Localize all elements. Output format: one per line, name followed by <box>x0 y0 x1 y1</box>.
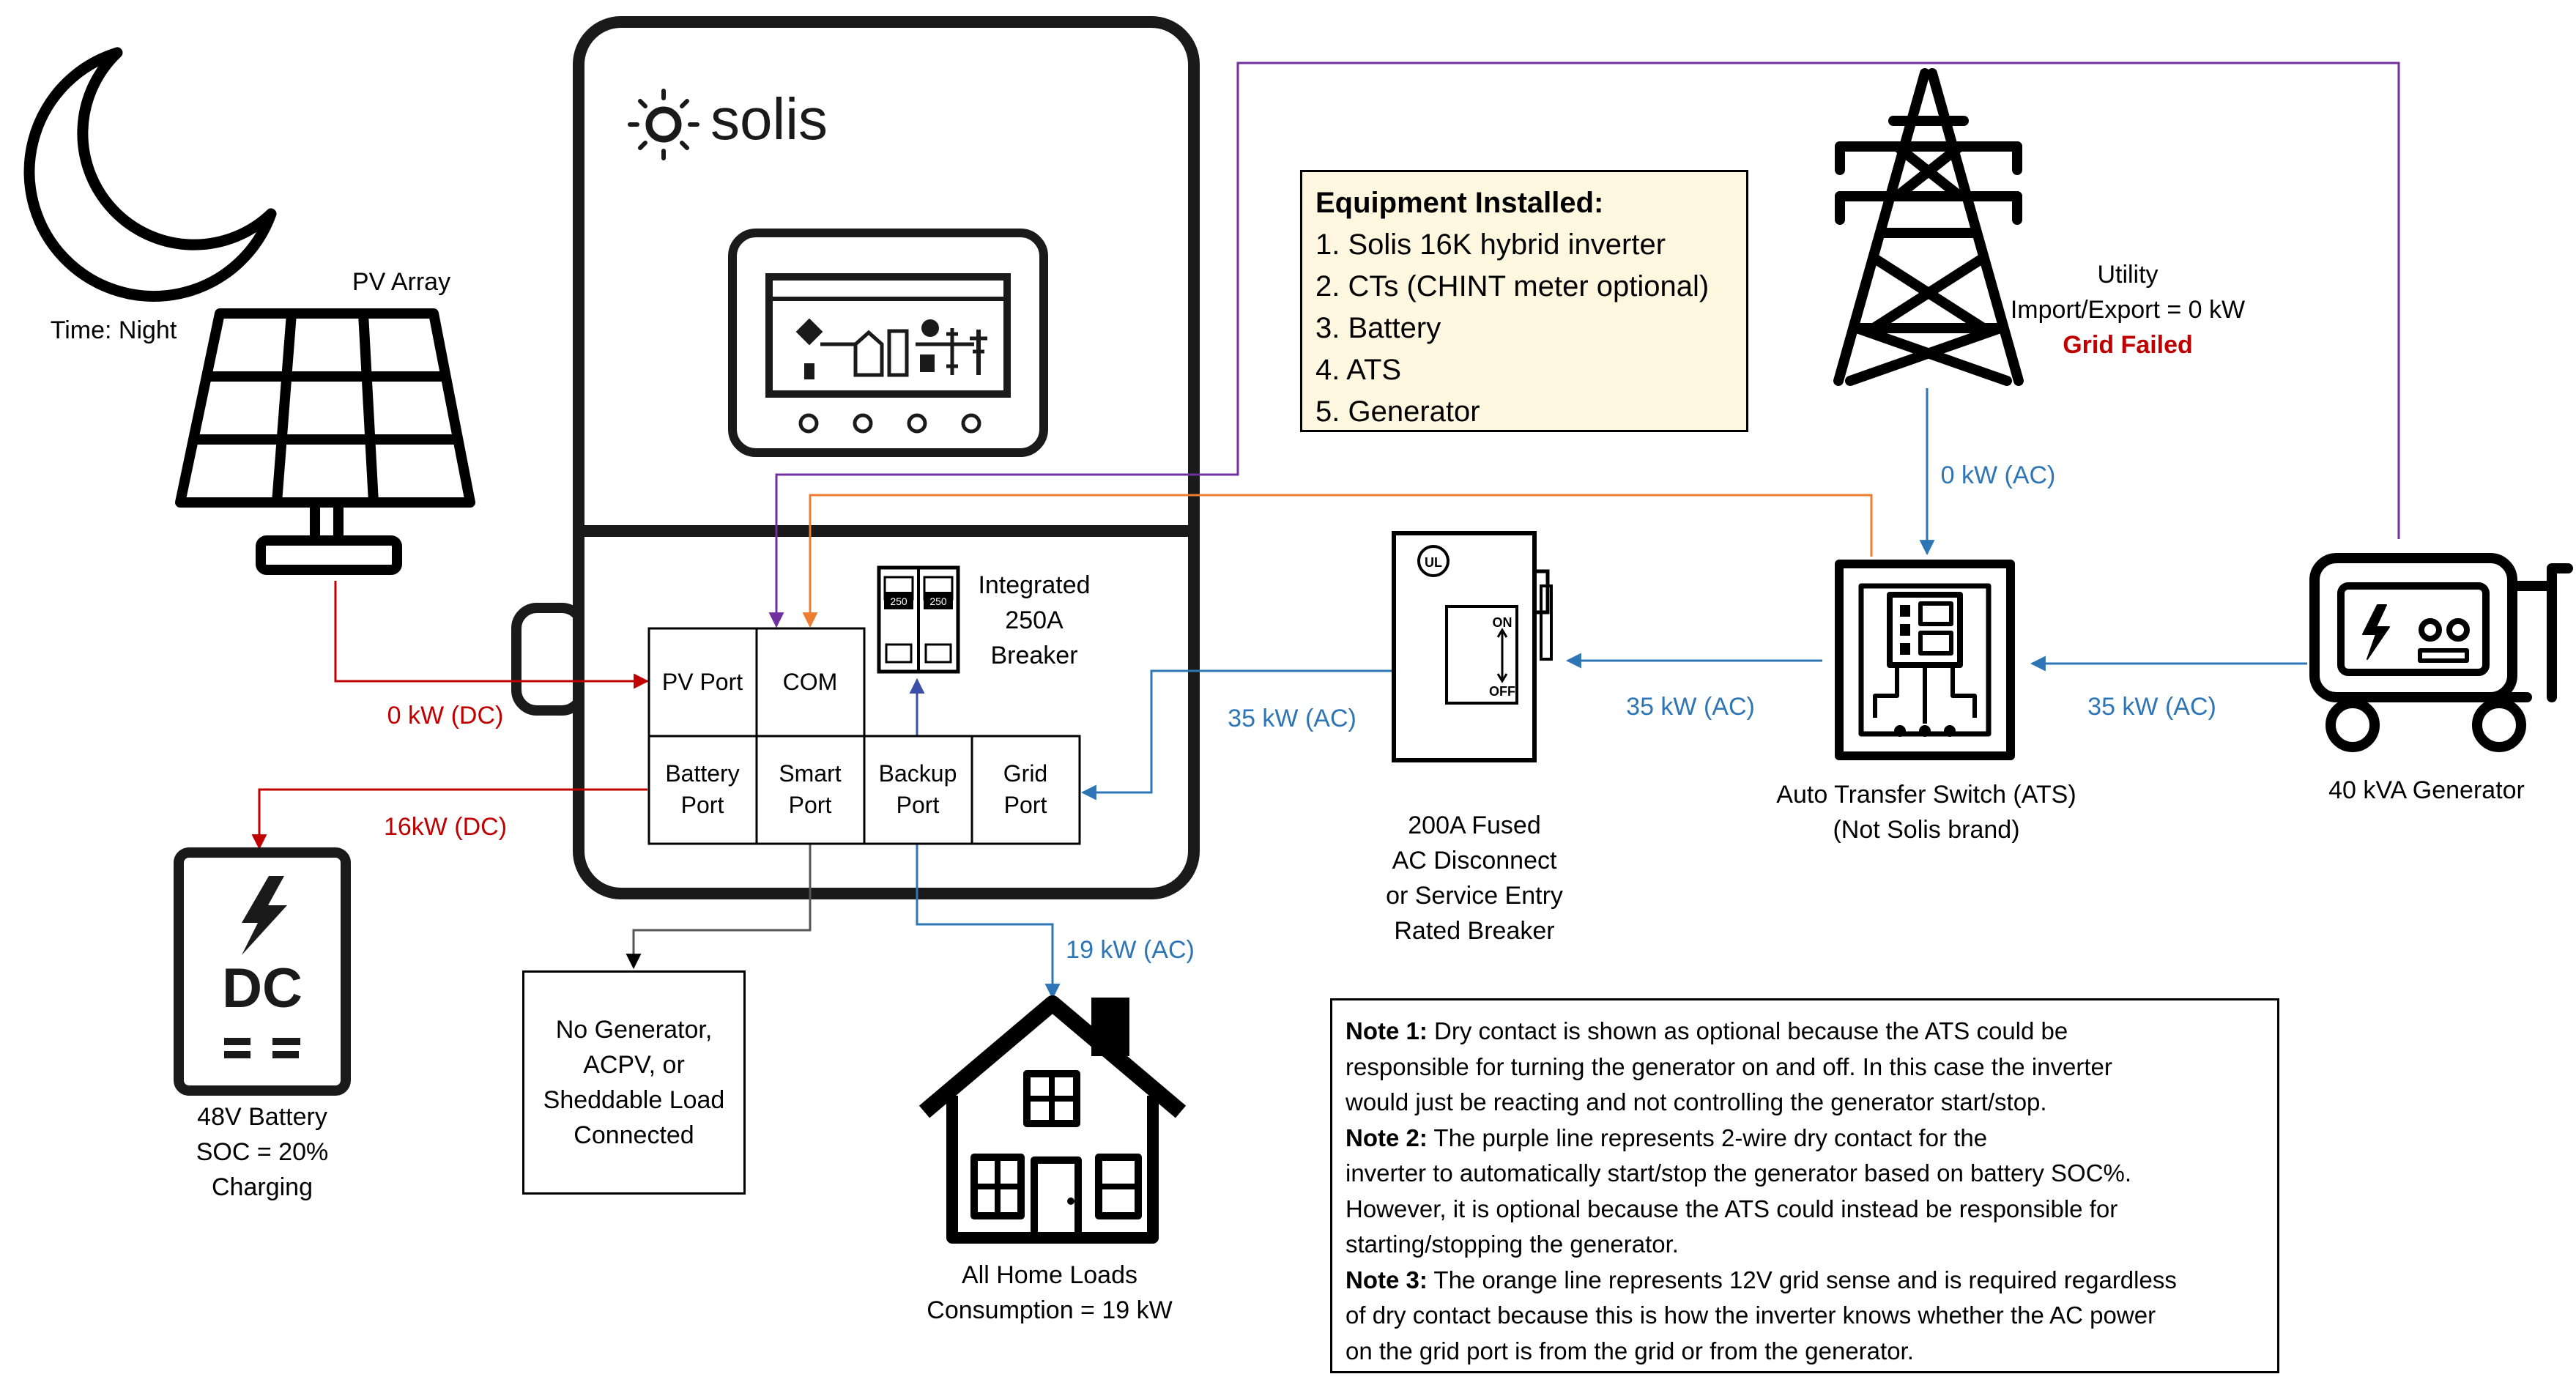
dry-contact-line <box>768 62 2400 628</box>
disconnect-ac-line <box>1080 669 1392 801</box>
battery-flow-label: 16kW (DC) <box>384 813 507 841</box>
smart-port-line2: Port <box>789 792 832 818</box>
note-1: Note 1: Dry contact is shown as optional… <box>1345 1017 2068 1044</box>
com-port: COM <box>783 669 838 695</box>
battery-dc-line <box>251 788 647 850</box>
ats-flow-label: 35 kW (AC) <box>1626 693 1755 721</box>
equipment-list: Equipment Installed: 1. Solis 16K hybrid… <box>1300 170 1748 432</box>
solis-logo-icon <box>628 89 699 160</box>
disconnect-label-line3: or Service Entry <box>1386 882 1563 910</box>
breaker-icon <box>877 565 960 674</box>
ac-disconnect-icon <box>1392 531 1553 762</box>
ats-icon <box>1835 560 2015 760</box>
generator-flow-label: 35 kW (AC) <box>2087 693 2216 721</box>
pv-array-label: PV Array <box>352 268 450 296</box>
solar-panel-icon <box>175 308 475 575</box>
battery-label-line3: Charging <box>212 1173 313 1201</box>
pv-flow-label: 0 kW (DC) <box>387 702 504 729</box>
note-1-line: responsible for turning the generator on… <box>1345 1052 2112 1080</box>
house-icon <box>918 995 1187 1244</box>
equipment-title: Equipment Installed: <box>1315 187 1604 219</box>
breaker-label-line1: Integrated <box>978 571 1090 599</box>
note-3: Note 3: The orange line represents 12V g… <box>1345 1266 2177 1293</box>
utility-flow-label: 0 kW (AC) <box>1941 461 2056 489</box>
backup-port-line2: Port <box>897 792 940 818</box>
backup-port-line1: Backup <box>879 760 957 787</box>
home-label-line1: All Home Loads <box>962 1261 1137 1289</box>
home-label-line2: Consumption = 19 kW <box>927 1296 1172 1324</box>
generator-icon <box>2309 553 2573 752</box>
breaker-rating-right: 250 <box>929 595 947 607</box>
equipment-item: 5. Generator <box>1315 396 1480 428</box>
ul-mark: UL <box>1425 555 1442 570</box>
breaker-label-line3: Breaker <box>990 642 1077 669</box>
smart-port-line <box>626 844 812 970</box>
ats-label-line1: Auto Transfer Switch (ATS) <box>1776 781 2076 809</box>
disconnect-label-line2: AC Disconnect <box>1392 847 1557 875</box>
note-1-line: would just be reacting and not controlli… <box>1345 1088 2047 1115</box>
disconnect-off-label: OFF <box>1489 684 1515 699</box>
pv-port: PV Port <box>662 669 743 695</box>
smart-port-status-line: Sheddable Load <box>543 1086 725 1114</box>
note-3-line: of dry contact because this is how the i… <box>1345 1302 2156 1329</box>
disconnect-label-line1: 200A Fused <box>1408 812 1540 839</box>
pv-dc-line <box>334 581 650 689</box>
utility-label-line2: Import/Export = 0 kW <box>2011 296 2245 324</box>
battery-port-line2: Port <box>681 792 724 818</box>
grid-sense-line <box>802 494 1873 628</box>
ats-label-line2: (Not Solis brand) <box>1833 816 2019 844</box>
equipment-item: 4. ATS <box>1315 354 1402 386</box>
brand-logo: solis <box>710 86 828 152</box>
equipment-item: 1. Solis 16K hybrid inverter <box>1315 229 1666 261</box>
utility-label-line1: Utility <box>2097 261 2158 289</box>
smart-port-line1: Smart <box>779 760 841 787</box>
note-2-line: starting/stopping the generator. <box>1345 1230 1679 1258</box>
note-2-line: inverter to automatically start/stop the… <box>1345 1159 2132 1187</box>
battery-port-line1: Battery <box>665 760 739 787</box>
battery-icon <box>174 847 351 1096</box>
grid-port-line2: Port <box>1004 792 1047 818</box>
notes-box: Note 1: Dry contact is shown as optional… <box>1330 998 2279 1373</box>
smart-port-status-box: No Generator, ACPV, or Sheddable Load Co… <box>522 970 746 1195</box>
grid-status-label: Grid Failed <box>2063 331 2193 359</box>
home-ac-line <box>916 844 1061 1000</box>
disconnect-on-label: ON <box>1493 615 1512 630</box>
grid-port-flow-label: 35 kW (AC) <box>1228 705 1356 732</box>
time-label: Time: Night <box>51 316 177 344</box>
battery-label-line2: SOC = 20% <box>196 1138 328 1166</box>
disconnect-label-line4: Rated Breaker <box>1394 917 1554 945</box>
inverter-display <box>728 229 1048 457</box>
note-3-line: on the grid port is from the grid or fro… <box>1345 1337 1914 1364</box>
battery-dc-text: DC <box>222 957 302 1020</box>
equipment-item: 2. CTs (CHINT meter optional) <box>1315 270 1710 302</box>
grid-port-line1: Grid <box>1003 760 1047 787</box>
home-flow-label: 19 kW (AC) <box>1066 936 1195 964</box>
power-tower-icon <box>1833 68 2024 386</box>
equipment-item: 3. Battery <box>1315 312 1441 344</box>
breaker-label-line2: 250A <box>1005 606 1064 634</box>
smart-port-status-line: Connected <box>574 1121 694 1149</box>
battery-label-line1: 48V Battery <box>197 1103 327 1131</box>
smart-port-status-line: ACPV, or <box>583 1051 685 1079</box>
port-panel <box>647 627 1081 845</box>
generator-label: 40 kVA Generator <box>2328 776 2525 804</box>
note-2: Note 2: The purple line represents 2-wir… <box>1345 1124 1988 1151</box>
smart-port-status-line: No Generator, <box>555 1016 713 1044</box>
breaker-rating-left: 250 <box>890 595 907 607</box>
moon-icon <box>23 47 277 302</box>
note-2-line: However, it is optional because the ATS … <box>1345 1195 2118 1222</box>
